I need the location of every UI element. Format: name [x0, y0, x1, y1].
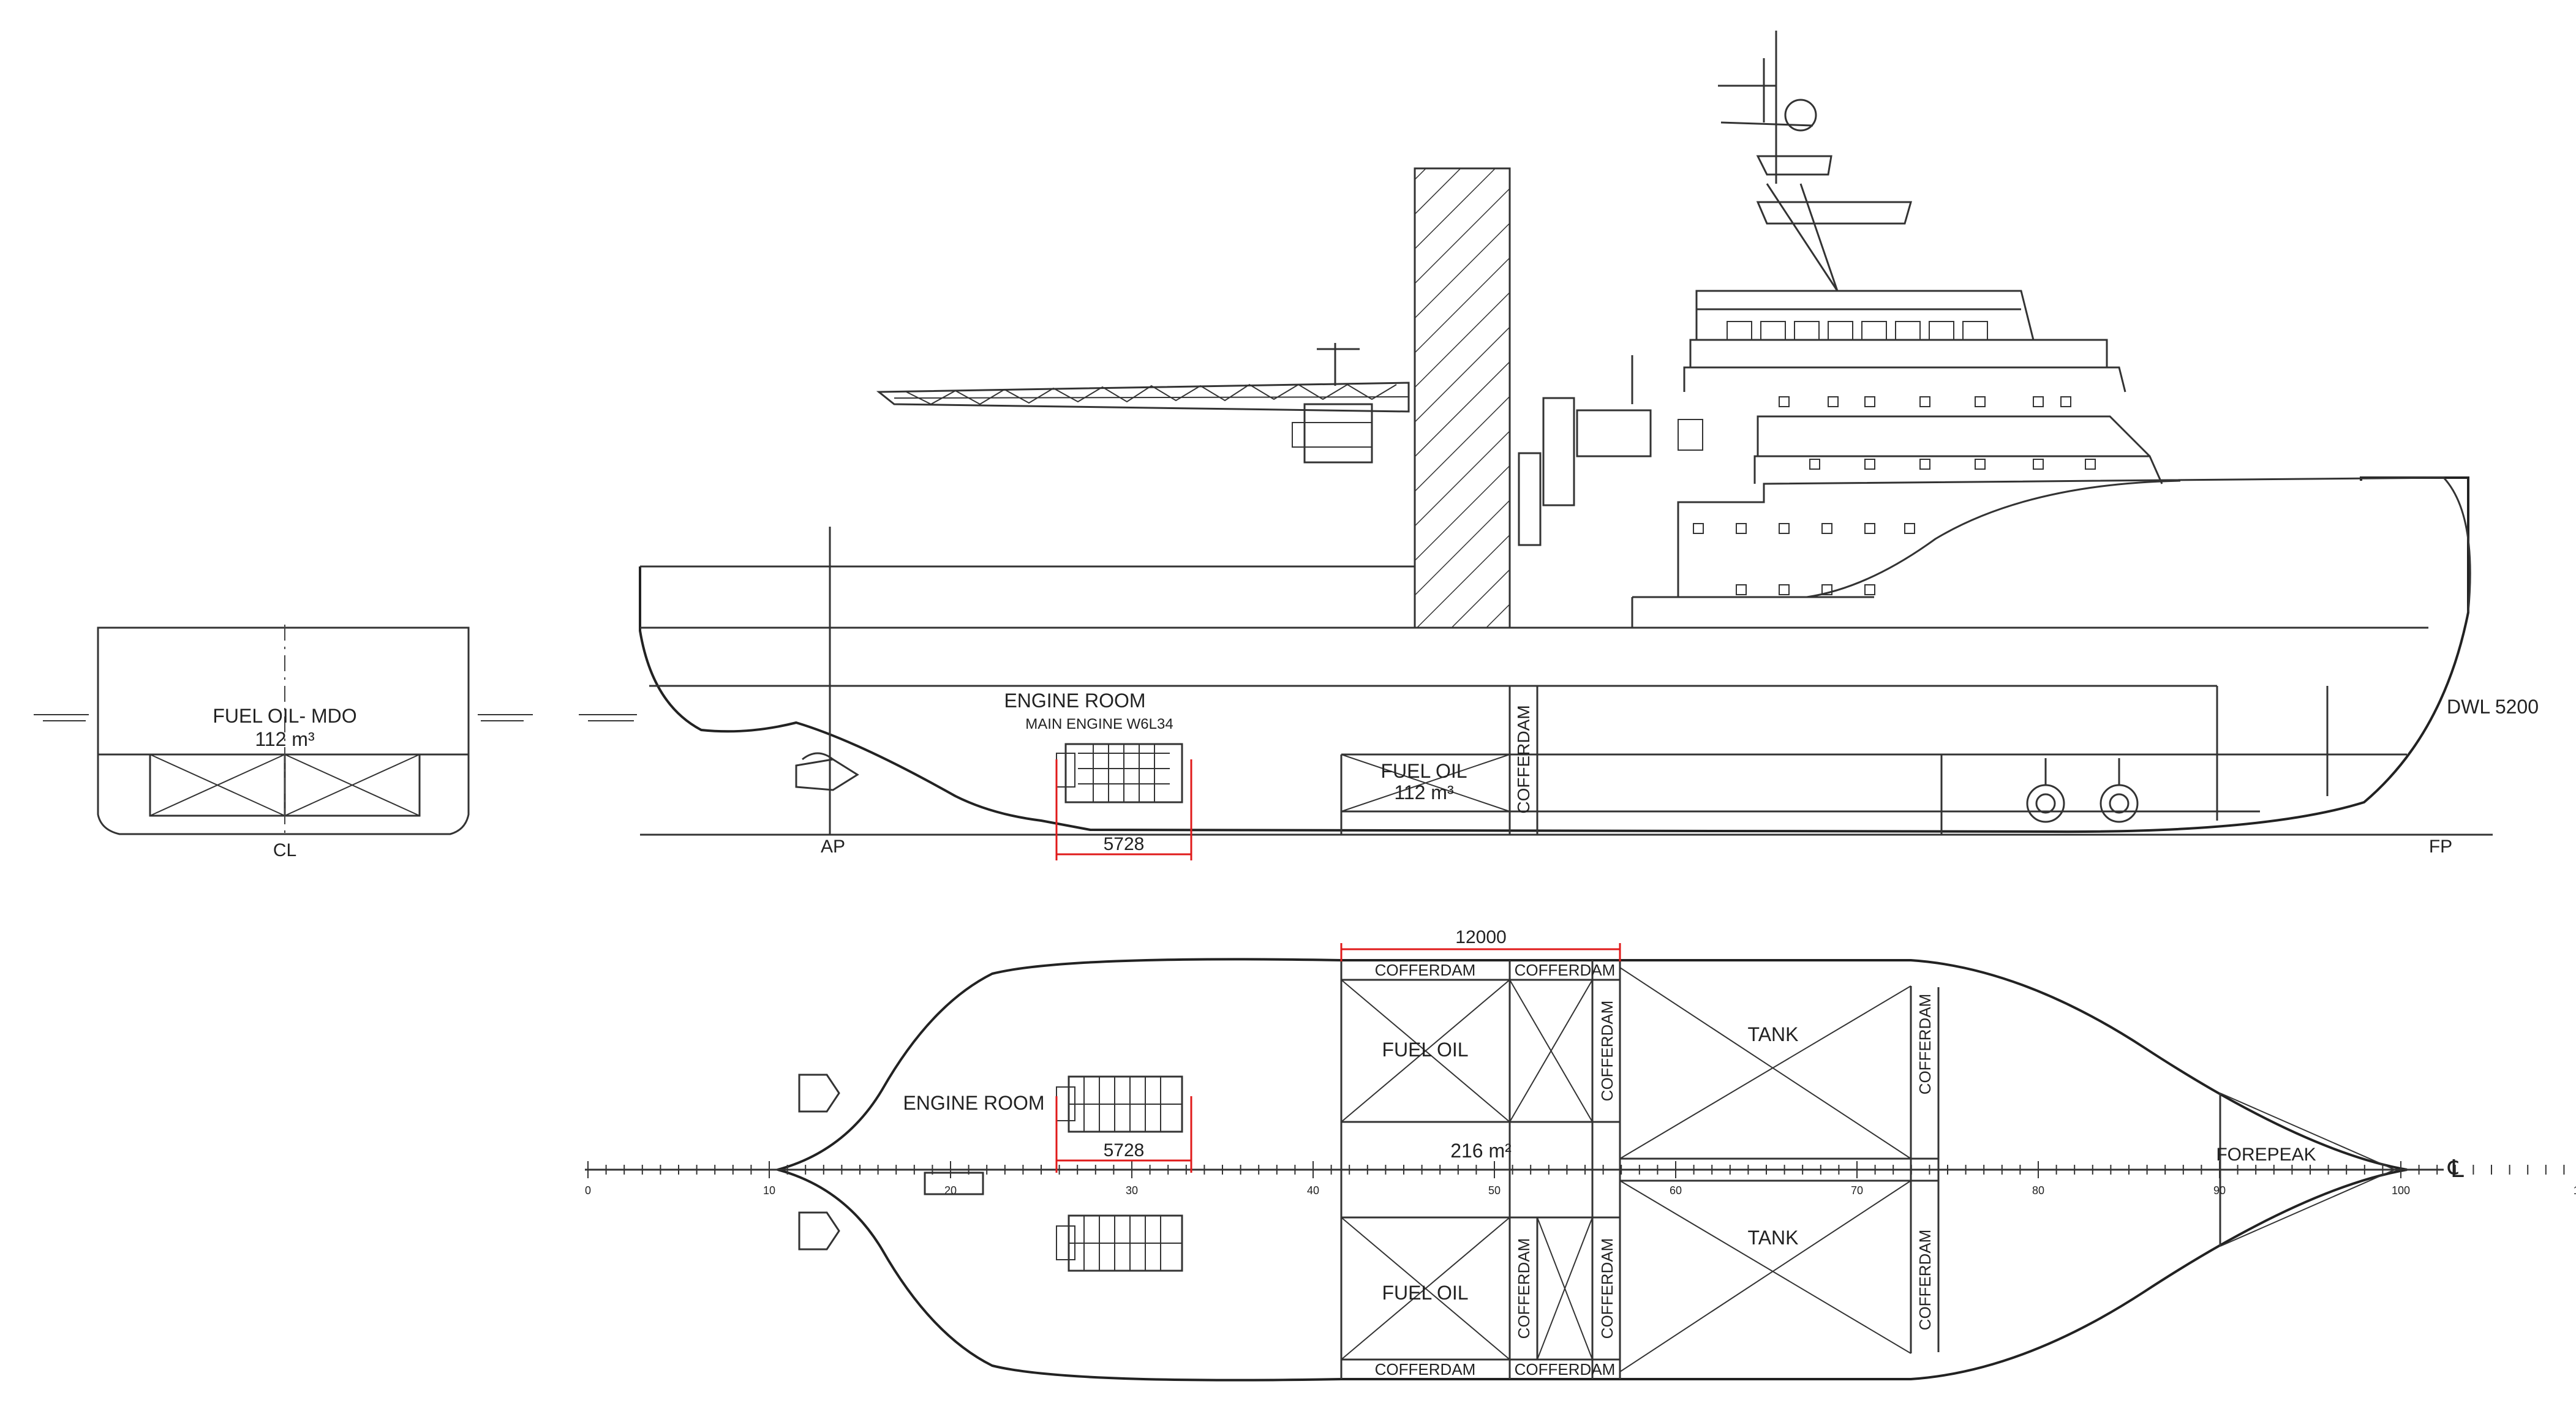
plan-cofferdam-vertical-lower-b: COFFERDAM: [1598, 1238, 1616, 1339]
plan-fuel-oil-lower-label: FUEL OIL: [1382, 1282, 1468, 1304]
profile-fp-label: FP: [2429, 837, 2452, 857]
plan-centerline-symbol: ℄: [2447, 1156, 2464, 1183]
plan-engine-room-label: ENGINE ROOM: [903, 1092, 1044, 1114]
frame-label: 30: [1126, 1184, 1138, 1197]
frame-label: 50: [1488, 1184, 1501, 1197]
plan-cofferdam-label-bottom-right: COFFERDAM: [1515, 1360, 1616, 1379]
azimuth-thrusters: [798, 1074, 840, 1251]
plan-cofferdam-label-top-left: COFFERDAM: [1375, 961, 1476, 979]
frame-label: 40: [1307, 1184, 1319, 1197]
section-centerline-label: CL: [273, 840, 296, 860]
profile-engine-dimension: [1055, 759, 1192, 860]
mast: [1718, 31, 1912, 292]
frame-label: 0: [585, 1184, 591, 1197]
plan-cofferdam-vertical-lower-a: COFFERDAM: [1515, 1238, 1533, 1339]
profile-view: ENGINE ROOM MAIN ENGINE W6L34 FUEL OIL 1…: [579, 31, 2539, 860]
frame-label: 80: [2032, 1184, 2044, 1197]
main-engine-plan-upper: [1056, 1075, 1183, 1133]
plan-small-equipment: [924, 1172, 984, 1195]
profile-main-engine-label: MAIN ENGINE W6L34: [1025, 716, 1173, 732]
section-fuel-label: FUEL OIL- MDO: [213, 705, 356, 727]
section-volume-label: 112 m³: [255, 728, 315, 750]
plan-dimension-12000: [1340, 943, 1621, 961]
plan-engine-dimension-label: 5728: [1104, 1140, 1145, 1160]
frame-label: 100: [2392, 1184, 2410, 1197]
plan-cofferdam-vertical-upper-a: COFFERDAM: [1598, 1001, 1616, 1102]
plan-view: 0102030405060708090100110120130: [585, 927, 2576, 1382]
frame-scale: 0102030405060708090100110120130: [585, 1161, 2576, 1197]
profile-cofferdam-label: COFFERDAM: [1514, 705, 1533, 813]
midship-section-view: FUEL OIL- MDO 112 m³ CL: [34, 625, 533, 860]
main-engine-plan-lower: [1056, 1214, 1183, 1272]
bridge-windows: [1727, 321, 1988, 340]
plan-dimension-engine: [1055, 1096, 1192, 1173]
offshore-crane: [876, 343, 1410, 464]
plan-area-label: 216 m²: [1450, 1140, 1512, 1162]
deck-equipment: [1518, 355, 1703, 546]
frame-label: 10: [763, 1184, 775, 1197]
plan-forepeak-label: FOREPEAK: [2216, 1145, 2316, 1165]
portholes: [1693, 396, 2096, 595]
profile-dwl-label: DWL 5200: [2447, 696, 2539, 718]
main-engine-profile: [1056, 743, 1183, 803]
frame-label: 70: [1851, 1184, 1863, 1197]
bow-thrusters: [2026, 758, 2139, 823]
stern-propeller: [795, 752, 859, 791]
plan-cofferdam-label-bottom-left: COFFERDAM: [1375, 1360, 1476, 1379]
profile-ap-label: AP: [821, 837, 845, 857]
frame-label: 90: [2213, 1184, 2226, 1197]
profile-engine-dimension-label: 5728: [1104, 834, 1145, 854]
profile-fuel-oil-label: FUEL OIL: [1380, 760, 1467, 782]
profile-fuel-volume-label: 112 m³: [1394, 781, 1454, 803]
frame-label: 60: [1670, 1184, 1682, 1197]
frame-label: 110: [2574, 1184, 2576, 1197]
plan-dimension-12000-label: 12000: [1455, 927, 1506, 947]
plan-tank-upper-label: TANK: [1748, 1023, 1799, 1045]
plan-fuel-oil-upper-label: FUEL OIL: [1382, 1039, 1468, 1061]
plan-cofferdam-vertical-fwd-lower: COFFERDAM: [1916, 1230, 1934, 1331]
plan-cofferdam-vertical-fwd-upper: COFFERDAM: [1916, 994, 1934, 1095]
plan-tank-lower-label: TANK: [1748, 1227, 1799, 1249]
plan-cofferdam-label-top-right: COFFERDAM: [1515, 961, 1616, 979]
profile-engine-room-label: ENGINE ROOM: [1004, 690, 1145, 712]
